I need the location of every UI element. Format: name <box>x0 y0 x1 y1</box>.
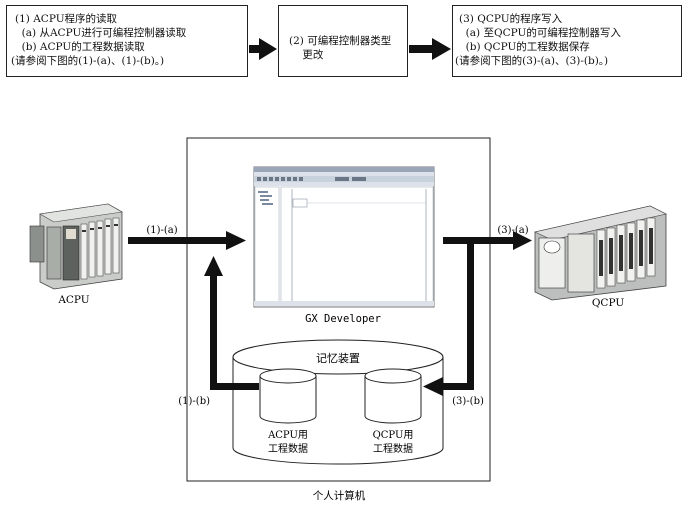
qcpu-data-cylinder <box>364 368 422 424</box>
step-2-line-2: 更改 <box>289 49 324 61</box>
arrow-1a-label: (1)-(a) <box>146 225 177 236</box>
step-1-line-4: (请参阅下图的(1)-(a)、(1)-(b)。) <box>11 55 165 67</box>
acpu-device <box>29 203 123 290</box>
step-1-box: (1) ACPU程序的读取 (a) 从ACPU进行可编程控制器读取 (b) AC… <box>6 5 248 77</box>
step-2-box: (2) 可编程控制器类型 更改 <box>278 5 408 77</box>
step-3-box: (3) QCPU的程序写入 (a) 至QCPU的可编程控制器写入 (b) QCP… <box>452 5 682 77</box>
pc-label: 个人计算机 <box>313 489 366 502</box>
step-3-line-4: (请参阅下图的(3)-(a)、(3)-(b)。) <box>455 55 609 67</box>
step-2-line-1: (2) 可编程控制器类型 <box>289 35 392 47</box>
arrow-3b <box>423 237 474 396</box>
step-3-line-2: (a) 至QCPU的可编程控制器写入 <box>459 27 621 39</box>
gx-developer-label: GX Developer <box>305 313 381 325</box>
acpu-data-cylinder <box>259 368 317 424</box>
arrow-3a-label: (3)-(a) <box>497 225 528 236</box>
step-1-line-2: (a) 从ACPU进行可编程控制器读取 <box>15 27 187 39</box>
qcpu-device <box>534 205 667 301</box>
arrow-3a <box>443 231 532 250</box>
arrow-1b <box>204 256 259 390</box>
storage-label: 记忆装置 <box>316 352 360 365</box>
gx-developer-screenshot <box>253 166 435 308</box>
step-1-to-2-arrow <box>249 38 277 60</box>
arrow-1a <box>128 231 246 250</box>
acpu-label: ACPU <box>57 294 89 306</box>
arrow-3b-label: (3)-(b) <box>452 396 484 407</box>
step-3-line-1: (3) QCPU的程序写入 <box>459 13 563 25</box>
step-1-line-3: (b) ACPU的工程数据读取 <box>15 41 145 53</box>
step-1-line-1: (1) ACPU程序的读取 <box>15 13 118 25</box>
qcpu-data-label-2: 工程数据 <box>373 442 413 455</box>
qcpu-label: QCPU <box>592 297 625 309</box>
arrow-1b-label: (1)-(b) <box>178 396 210 407</box>
acpu-data-label-2: 工程数据 <box>268 442 308 455</box>
acpu-data-label-1: ACPU用 <box>267 430 308 441</box>
step-3-line-3: (b) QCPU的工程数据保存 <box>459 41 590 53</box>
step-2-to-3-arrow <box>409 38 451 60</box>
qcpu-data-label-1: QCPU用 <box>373 430 414 441</box>
